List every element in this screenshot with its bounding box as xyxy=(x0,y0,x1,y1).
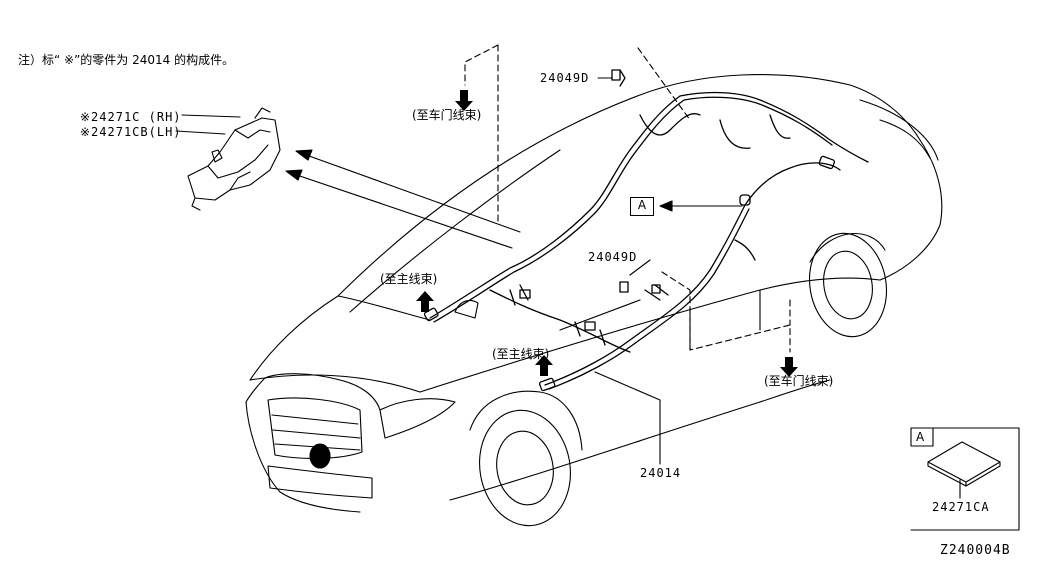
direction-arrows xyxy=(416,90,798,377)
car-outline xyxy=(245,74,943,527)
callout-main-left: (至主线束) xyxy=(380,272,438,286)
diagram-code: Z240004B xyxy=(940,543,1011,558)
part-label-rh: ※24271C (RH) xyxy=(80,110,182,124)
part-label-clip-top: 24049D xyxy=(540,71,590,85)
dashed-guides xyxy=(464,44,791,353)
detail-box-marker-a: A xyxy=(916,430,925,444)
wire-harness xyxy=(423,69,869,392)
callout-door-bottom: (至车门线束) xyxy=(764,374,834,388)
leader-lines xyxy=(175,77,743,461)
arrow-up-center xyxy=(535,355,553,376)
callout-main-center: (至主线束) xyxy=(492,347,550,361)
detail-box-a xyxy=(910,427,1020,531)
reference-marker-a: A xyxy=(630,197,654,216)
part-label-detail: 24271CA xyxy=(932,500,990,514)
part-label-clip-mid: 24049D xyxy=(588,250,638,264)
pad-part xyxy=(927,441,1001,483)
part-label-lh: ※24271CB(LH) xyxy=(80,125,182,139)
arrow-down-right xyxy=(780,357,798,377)
parts-note: 注）标“ ※”的零件为 24014 的构成件。 xyxy=(18,53,235,67)
part-label-harness: 24014 xyxy=(640,466,682,480)
arrow-down-top xyxy=(455,90,473,111)
callout-door-top: (至车门线束) xyxy=(412,108,482,122)
rh-lh-bracket-part xyxy=(187,107,281,211)
arrow-up-left xyxy=(416,291,434,312)
